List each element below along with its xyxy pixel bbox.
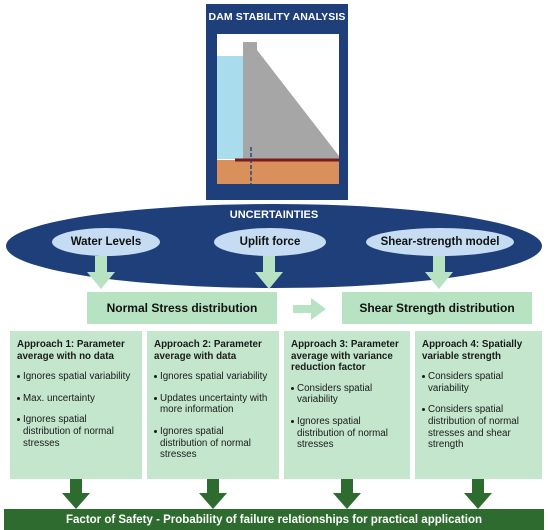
- uncertainty-shear-strength-model: Shear-strength model: [366, 228, 514, 256]
- approach-bullet: Ignores spatial variability: [154, 371, 273, 383]
- approach-bullet: Max. uncertainty: [17, 393, 136, 405]
- approach-1-box: Approach 1: Parameter average with no da…: [10, 331, 142, 479]
- normal-stress-distribution-box: Normal Stress distribution: [87, 292, 277, 324]
- approach-bullet: Considers spatial distribution of normal…: [422, 404, 536, 450]
- approach-4-box: Approach 4: Spatially variable strength …: [415, 331, 542, 479]
- approach-bullet: Ignores spatial variability: [17, 371, 136, 383]
- uncertainties-title: UNCERTAINTIES: [229, 209, 319, 221]
- approach-bullet: Considers spatial variability: [422, 371, 536, 394]
- arrow-right-icon: [293, 298, 326, 320]
- arrow-down-icon: [62, 479, 90, 509]
- approach-3-box: Approach 3: Parameter average with varia…: [284, 331, 410, 479]
- arrow-down-icon: [255, 256, 283, 289]
- uncertainty-uplift-force: Uplift force: [214, 228, 326, 256]
- reservoir-water: [217, 56, 243, 159]
- arrow-down-icon: [425, 256, 453, 289]
- dam-stability-title: DAM STABILITY ANALYSIS: [208, 11, 346, 23]
- uncertainty-water-levels: Water Levels: [52, 228, 160, 256]
- approach-bullet: Ignores spatial distribution of normal s…: [291, 416, 404, 451]
- approach-bullet: Updates uncertainty with more informatio…: [154, 393, 273, 416]
- approach-2-box: Approach 2: Parameter average with data …: [147, 331, 279, 479]
- approach-title: Approach 1: Parameter average with no da…: [17, 339, 125, 362]
- arrow-down-icon: [333, 479, 361, 509]
- approach-bullet: Ignores spatial distribution of normal s…: [154, 426, 273, 461]
- approach-title: Approach 4: Spatially variable strength: [422, 339, 523, 362]
- arrow-down-icon: [199, 479, 227, 509]
- approach-title: Approach 3: Parameter average with varia…: [291, 339, 399, 374]
- dam-body: [243, 42, 339, 160]
- shear-strength-distribution-box: Shear Strength distribution: [342, 292, 532, 324]
- approach-bullet: Considers spatial variability: [291, 383, 404, 406]
- factor-of-safety-banner: Factor of Safety - Probability of failur…: [4, 509, 544, 530]
- approach-title: Approach 2: Parameter average with data: [154, 339, 262, 362]
- arrow-down-icon: [87, 256, 115, 289]
- foundation-soil: [217, 160, 339, 184]
- dam-illustration: [217, 34, 339, 184]
- approach-bullet: Ignores spatial distribution of normal s…: [17, 414, 136, 449]
- arrow-down-icon: [464, 479, 492, 509]
